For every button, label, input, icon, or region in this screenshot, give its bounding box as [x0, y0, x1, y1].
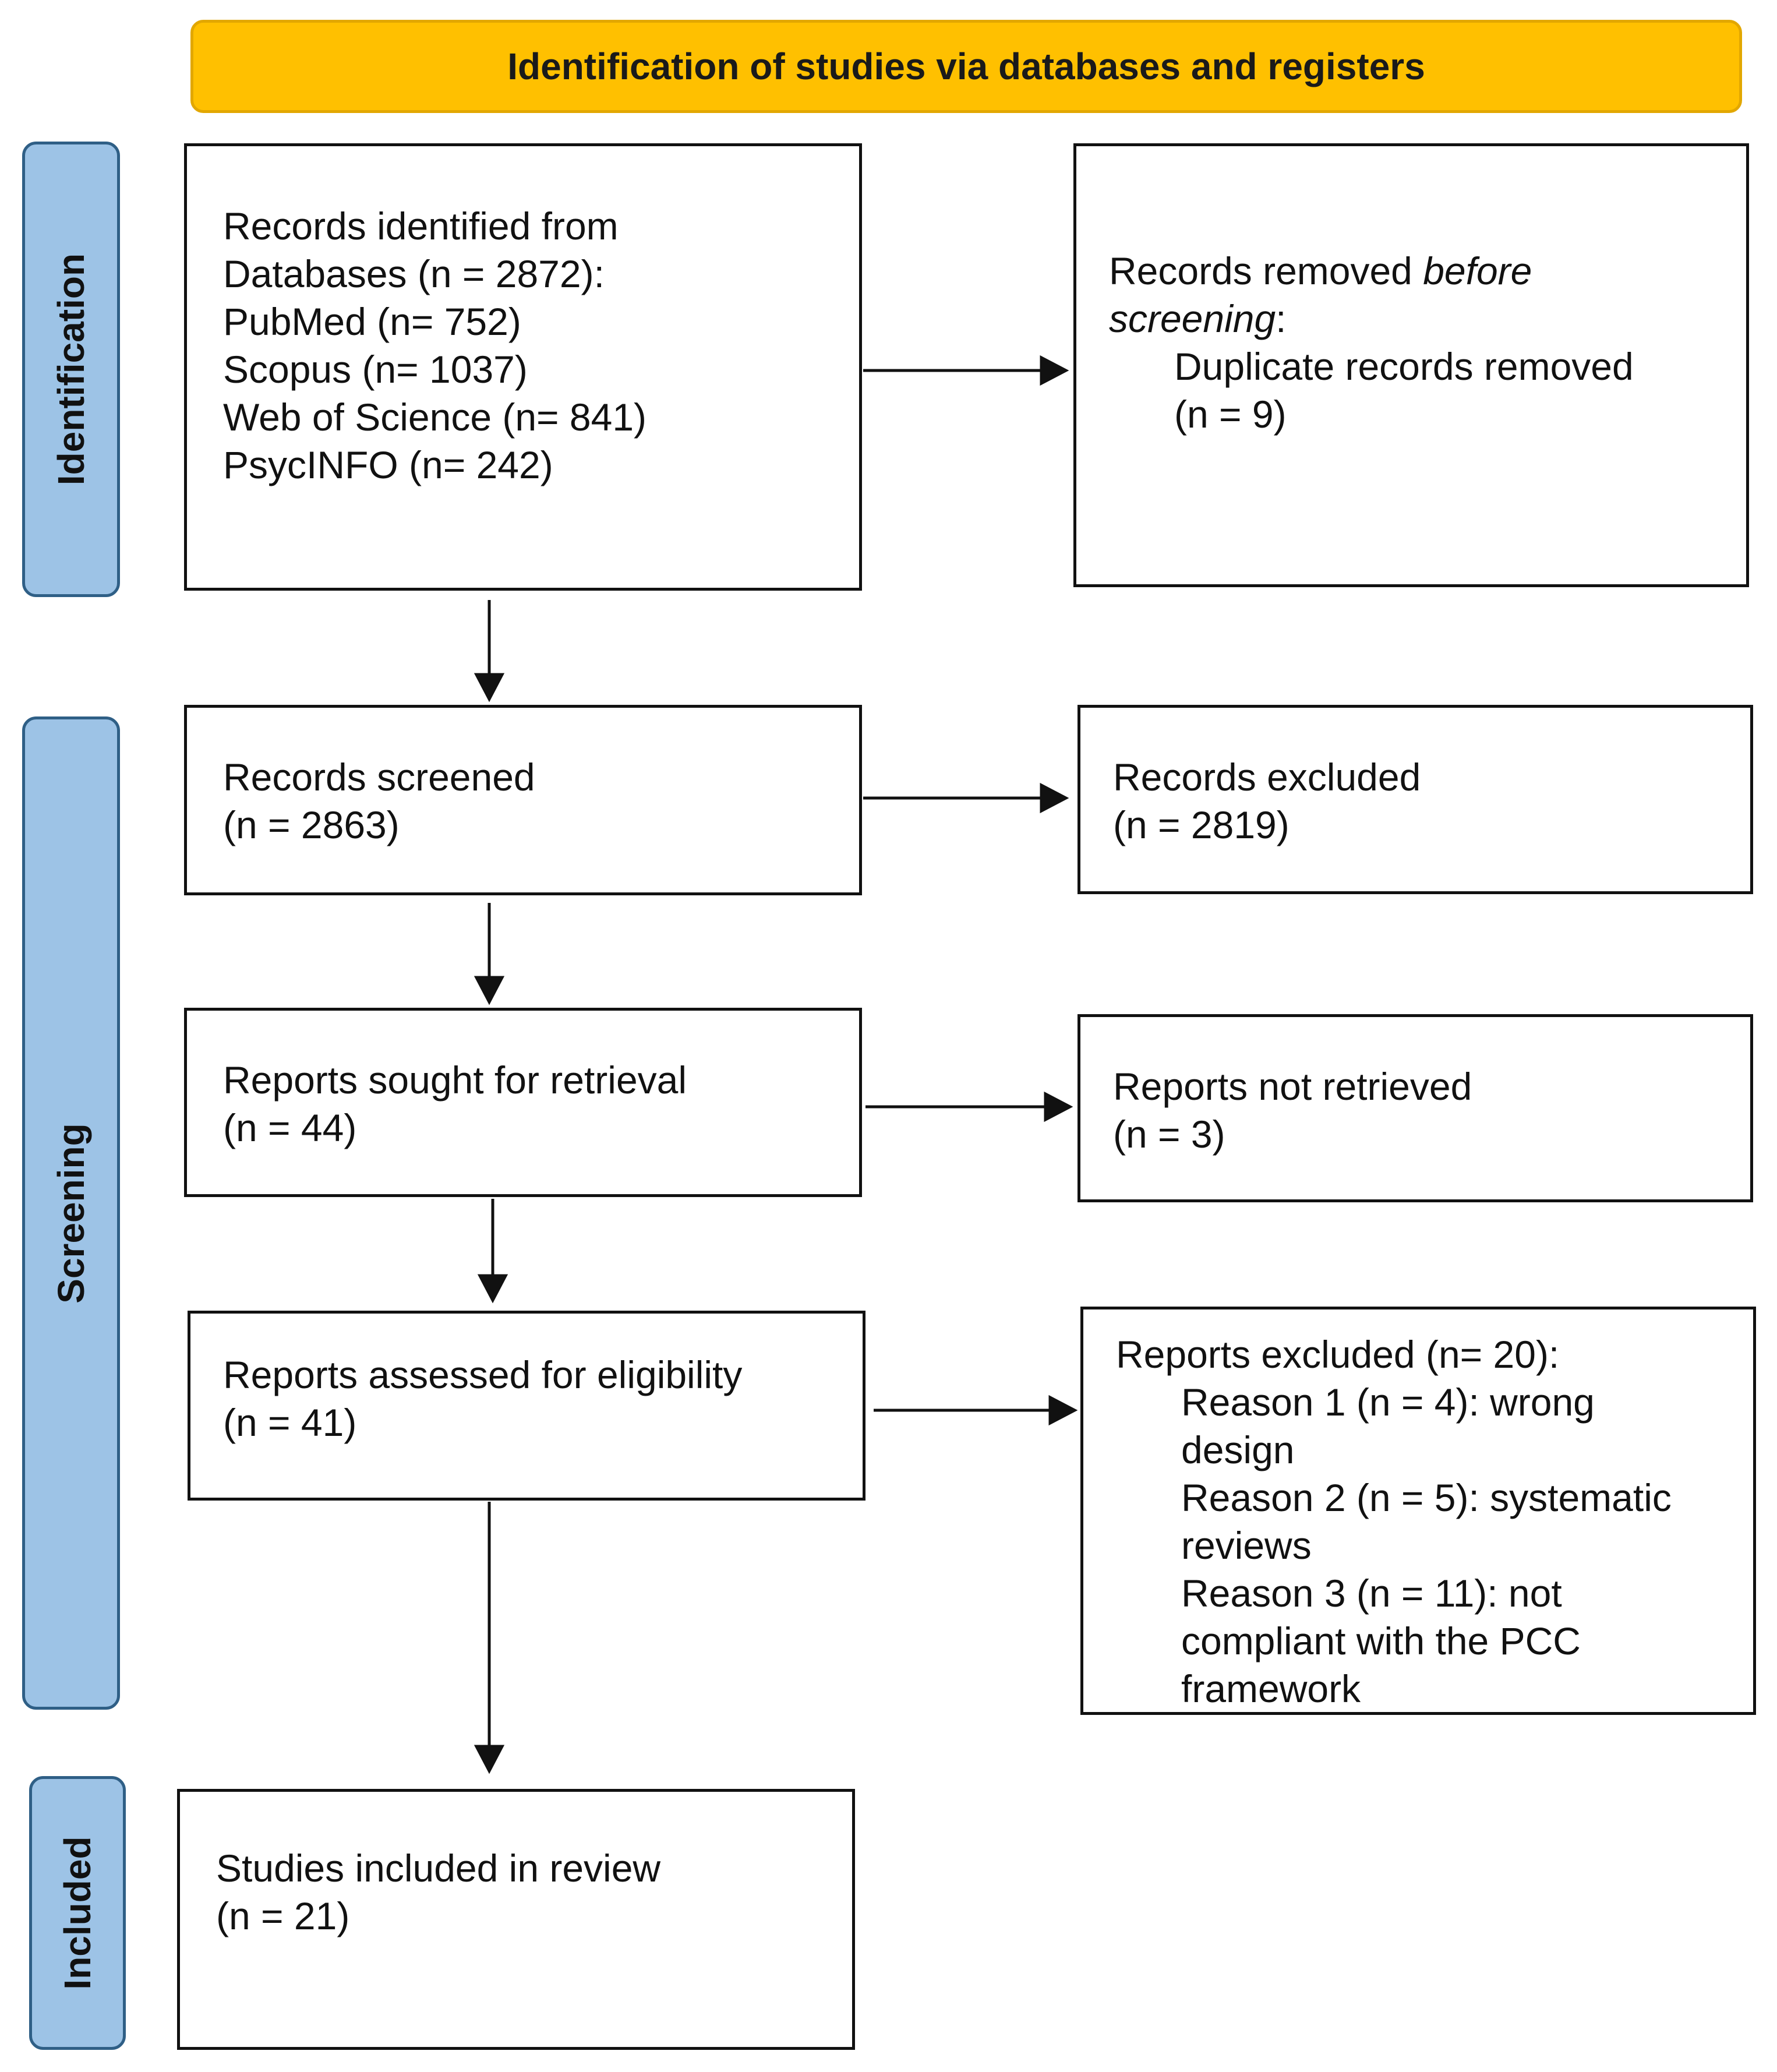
records-removed-heading: Records removed before — [1109, 249, 1532, 292]
reports-not-retrieved-box: Reports not retrieved (n = 3) — [1077, 1014, 1753, 1202]
studies-included-count: (n = 21) — [216, 1894, 350, 1937]
reason-3-line2: compliant with the PCC — [1181, 1619, 1581, 1662]
phase-label-screening: Screening — [22, 716, 120, 1710]
arrow-to-reports-not-retrieved — [865, 1091, 1073, 1123]
source-scopus: Scopus (n= 1037) — [223, 348, 528, 391]
identification-header-banner: Identification of studies via databases … — [190, 20, 1742, 113]
source-pubmed: PubMed (n= 752) — [223, 300, 521, 343]
arrow-identified-to-screened — [474, 600, 505, 703]
reports-assessed-count: (n = 41) — [223, 1401, 357, 1444]
reports-sought-label: Reports sought for retrieval — [223, 1058, 687, 1102]
reason-3-line1: Reason 3 (n = 11): not — [1181, 1572, 1562, 1615]
reason-2-line2: reviews — [1181, 1524, 1312, 1567]
phase-label-identification: Identification — [22, 142, 120, 597]
records-screened-label: Records screened — [223, 756, 535, 799]
records-screened-box: Records screened (n = 2863) — [184, 705, 862, 895]
reports-assessed-label: Reports assessed for eligibility — [223, 1353, 743, 1396]
records-identified-box: Records identified from Databases (n = 2… — [184, 143, 862, 591]
records-excluded-box: Records excluded (n = 2819) — [1077, 705, 1753, 894]
records-identified-heading: Records identified from — [223, 204, 619, 248]
reason-1-line1: Reason 1 (n = 4): wrong — [1181, 1381, 1595, 1424]
reason-2-line1: Reason 2 (n = 5): systematic — [1181, 1476, 1672, 1519]
arrow-to-reports-excluded — [874, 1395, 1078, 1426]
arrow-to-records-excluded — [863, 782, 1069, 814]
records-screened-count: (n = 2863) — [223, 803, 400, 846]
duplicate-records-count: (n = 9) — [1174, 393, 1287, 436]
reports-sought-count: (n = 44) — [223, 1106, 357, 1149]
studies-included-box: Studies included in review (n = 21) — [177, 1789, 855, 2050]
reports-excluded-heading: Reports excluded (n= 20): — [1116, 1333, 1560, 1376]
phase-label-included: Included — [29, 1776, 126, 2050]
reason-1-line2: design — [1181, 1428, 1295, 1471]
records-removed-heading-line2: screening: — [1109, 297, 1287, 340]
reports-assessed-box: Reports assessed for eligibility (n = 41… — [188, 1311, 865, 1501]
records-excluded-count: (n = 2819) — [1113, 803, 1290, 846]
source-web-of-science: Web of Science (n= 841) — [223, 396, 647, 439]
arrow-to-records-removed — [863, 355, 1069, 386]
arrow-screened-to-sought — [474, 903, 505, 1005]
records-removed-box: Records removed before screening: Duplic… — [1073, 143, 1749, 587]
banner-title: Identification of studies via databases … — [507, 45, 1425, 87]
reports-excluded-box: Reports excluded (n= 20): Reason 1 (n = … — [1080, 1307, 1756, 1715]
reason-3-line3: framework — [1181, 1667, 1361, 1710]
reports-not-retrieved-label: Reports not retrieved — [1113, 1065, 1472, 1108]
duplicate-records-label: Duplicate records removed — [1174, 345, 1634, 388]
source-psycinfo: PsycINFO (n= 242) — [223, 443, 553, 486]
arrow-sought-to-assessed — [477, 1199, 508, 1304]
arrow-assessed-to-included — [474, 1502, 505, 1774]
records-excluded-label: Records excluded — [1113, 756, 1421, 799]
reports-not-retrieved-count: (n = 3) — [1113, 1113, 1225, 1156]
reports-sought-box: Reports sought for retrieval (n = 44) — [184, 1008, 862, 1197]
records-identified-databases: Databases (n = 2872): — [223, 252, 605, 295]
studies-included-label: Studies included in review — [216, 1847, 661, 1890]
